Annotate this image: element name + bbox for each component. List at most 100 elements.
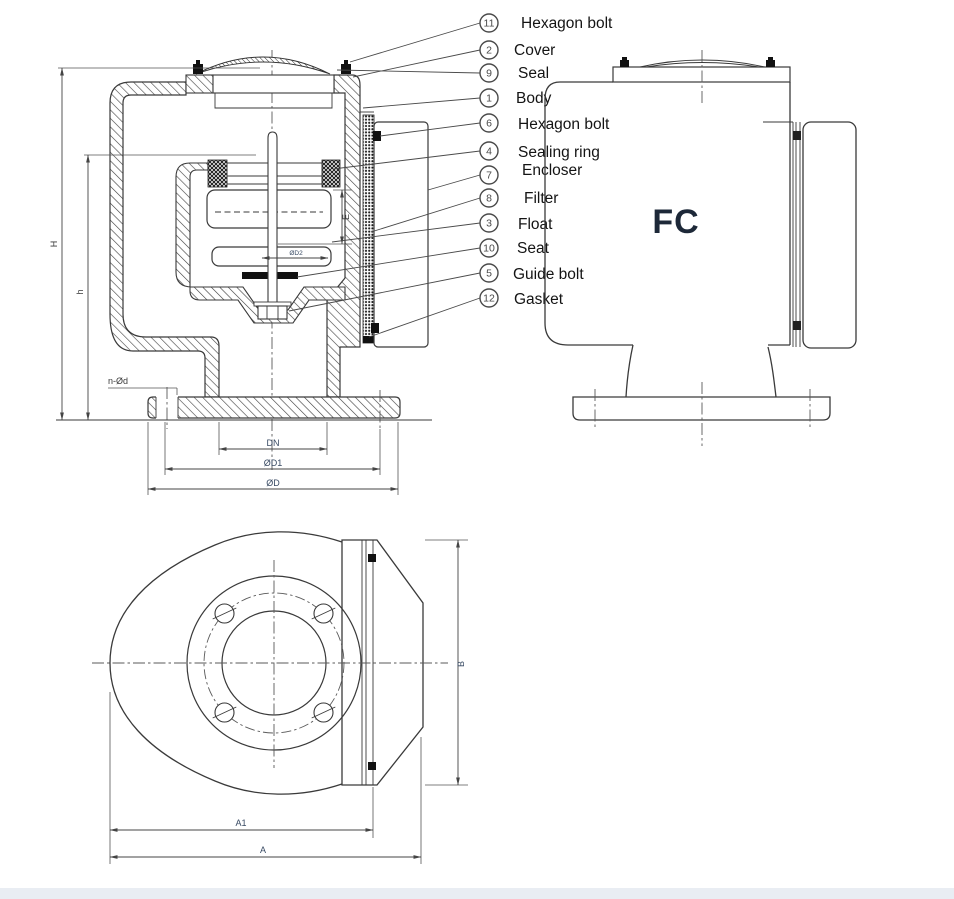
leader-hexagon-bolt-top: [349, 22, 481, 63]
leader-float: [331, 222, 481, 243]
callout-1-num: 1: [486, 93, 492, 105]
leader-gasket: [368, 297, 481, 338]
callout-2-num: 2: [486, 45, 492, 57]
callout-4-label: Sealing ring: [518, 144, 600, 161]
callout-2: 2 Cover: [479, 40, 555, 60]
side-encloser-bolt-bottom: [793, 321, 801, 330]
leader-seal: [336, 69, 481, 74]
dim-B-label: B: [456, 661, 466, 667]
callout-8-label: Filter: [524, 190, 558, 207]
callout-7-num: 7: [486, 170, 492, 182]
callout-11: 11 Hexagon bolt: [479, 13, 613, 33]
section-view: H h E ØD2 n-Ød DN ØD1 ØD: [49, 50, 432, 495]
plan-bolt-top: [368, 554, 376, 562]
guide-bolt-nut: [257, 305, 288, 320]
callout-9-label: Seal: [518, 65, 549, 82]
leader-filter: [370, 197, 481, 233]
sealing-ring-right: [321, 159, 341, 188]
plan-bolt-hole-4: [311, 702, 336, 723]
encloser-bell: [175, 162, 346, 324]
callout-1: 1 Body: [479, 88, 552, 108]
side-encloser-plate: [802, 121, 857, 349]
callout-11-num: 11: [484, 18, 495, 30]
dim-E-label: E: [341, 214, 351, 220]
dim-h-label: h: [75, 289, 85, 294]
callout-3-num: 3: [486, 218, 492, 230]
seal-dome: [195, 56, 331, 75]
plan-encloser-plate: [341, 539, 424, 786]
plan-body-outline: [109, 531, 343, 795]
callout-4: 4 Sealing ring: [479, 141, 600, 161]
side-body-outline-left: [544, 81, 633, 346]
callout-7: 7 Encloser: [479, 162, 582, 185]
leader-cover: [352, 49, 481, 78]
leader-guide-bolt: [288, 272, 481, 312]
dim-D-label: ØD: [266, 478, 280, 488]
leader-encloser: [427, 174, 481, 191]
plan-bolt-hole-2: [311, 603, 336, 624]
callout-8-num: 8: [486, 193, 492, 205]
side-cover-plate: [612, 66, 791, 83]
base-flange: [147, 396, 401, 419]
callout-9: 9 Seal: [479, 63, 549, 83]
callout-12: 12 Gasket: [479, 288, 564, 308]
side-cover-bolt-left: [620, 57, 629, 67]
callout-6-num: 6: [486, 118, 492, 130]
callout-10-num: 10: [483, 243, 495, 255]
cover-left-section: [185, 74, 214, 94]
leader-hexagon-bolt-side: [379, 122, 481, 137]
callout-1-label: Body: [516, 90, 552, 107]
callout-9-num: 9: [486, 68, 492, 80]
dim-H-label: H: [49, 241, 59, 248]
body-left-wall: [109, 81, 220, 398]
callout-3: 3 Float: [479, 213, 553, 233]
fc-type-label: FC: [652, 203, 699, 241]
dim-A-label: A: [260, 845, 266, 855]
callout-10: 10 Seat: [479, 238, 550, 258]
dim-A1-label: A1: [235, 818, 246, 828]
cover-bolt-right: [341, 60, 351, 74]
side-neck-left: [625, 344, 634, 398]
encloser-plate: [373, 121, 429, 348]
callout-6: 6 Hexagon bolt: [479, 113, 610, 133]
dim-D1-label: ØD1: [264, 458, 283, 468]
callout-2-label: Cover: [514, 42, 555, 59]
leader-sealing-ring: [332, 150, 481, 170]
plan-bolt-hole-1: [212, 603, 237, 624]
callout-3-label: Float: [518, 216, 553, 233]
callout-5-num: 5: [486, 268, 492, 280]
cover-bolt-left: [193, 60, 203, 74]
callout-12-num: 12: [483, 293, 495, 305]
callout-5-label: Guide bolt: [513, 266, 584, 283]
dim-DN-label: DN: [267, 438, 280, 448]
callout-12-label: Gasket: [514, 291, 564, 308]
side-neck-right: [767, 346, 777, 398]
gasket-strip: [363, 336, 374, 343]
callout-10-label: Seat: [517, 240, 550, 257]
sealing-ring-left: [207, 159, 228, 188]
encloser-bolt-bottom: [371, 323, 379, 333]
callouts: 11 Hexagon bolt 2 Cover 9 Seal 1 Body 6 …: [288, 13, 613, 338]
encloser-bolt-top: [373, 131, 381, 141]
plan-view: B A1 A: [92, 531, 468, 864]
side-dome-outer: [639, 59, 766, 68]
side-view: FC: [544, 50, 857, 446]
side-dome-inner: [645, 62, 760, 68]
dim-nd-label: n-Ød: [108, 376, 128, 386]
dim-D2-label: ØD2: [289, 250, 303, 257]
callout-5: 5 Guide bolt: [479, 263, 584, 283]
plan-bolt-hole-3: [212, 702, 237, 723]
guide-bolt-stem: [267, 131, 278, 307]
callout-4-num: 4: [486, 146, 492, 158]
callout-11-label: Hexagon bolt: [521, 15, 613, 32]
plan-bolt-bottom: [368, 762, 376, 770]
leader-seat: [296, 247, 481, 278]
cover-mid-section: [212, 74, 335, 94]
side-encloser-bolt-top: [793, 131, 801, 140]
side-base-flange: [572, 396, 831, 421]
bottom-band: [0, 888, 954, 899]
callout-8: 8 Filter: [479, 188, 558, 208]
side-cover-bolt-right: [766, 57, 775, 67]
